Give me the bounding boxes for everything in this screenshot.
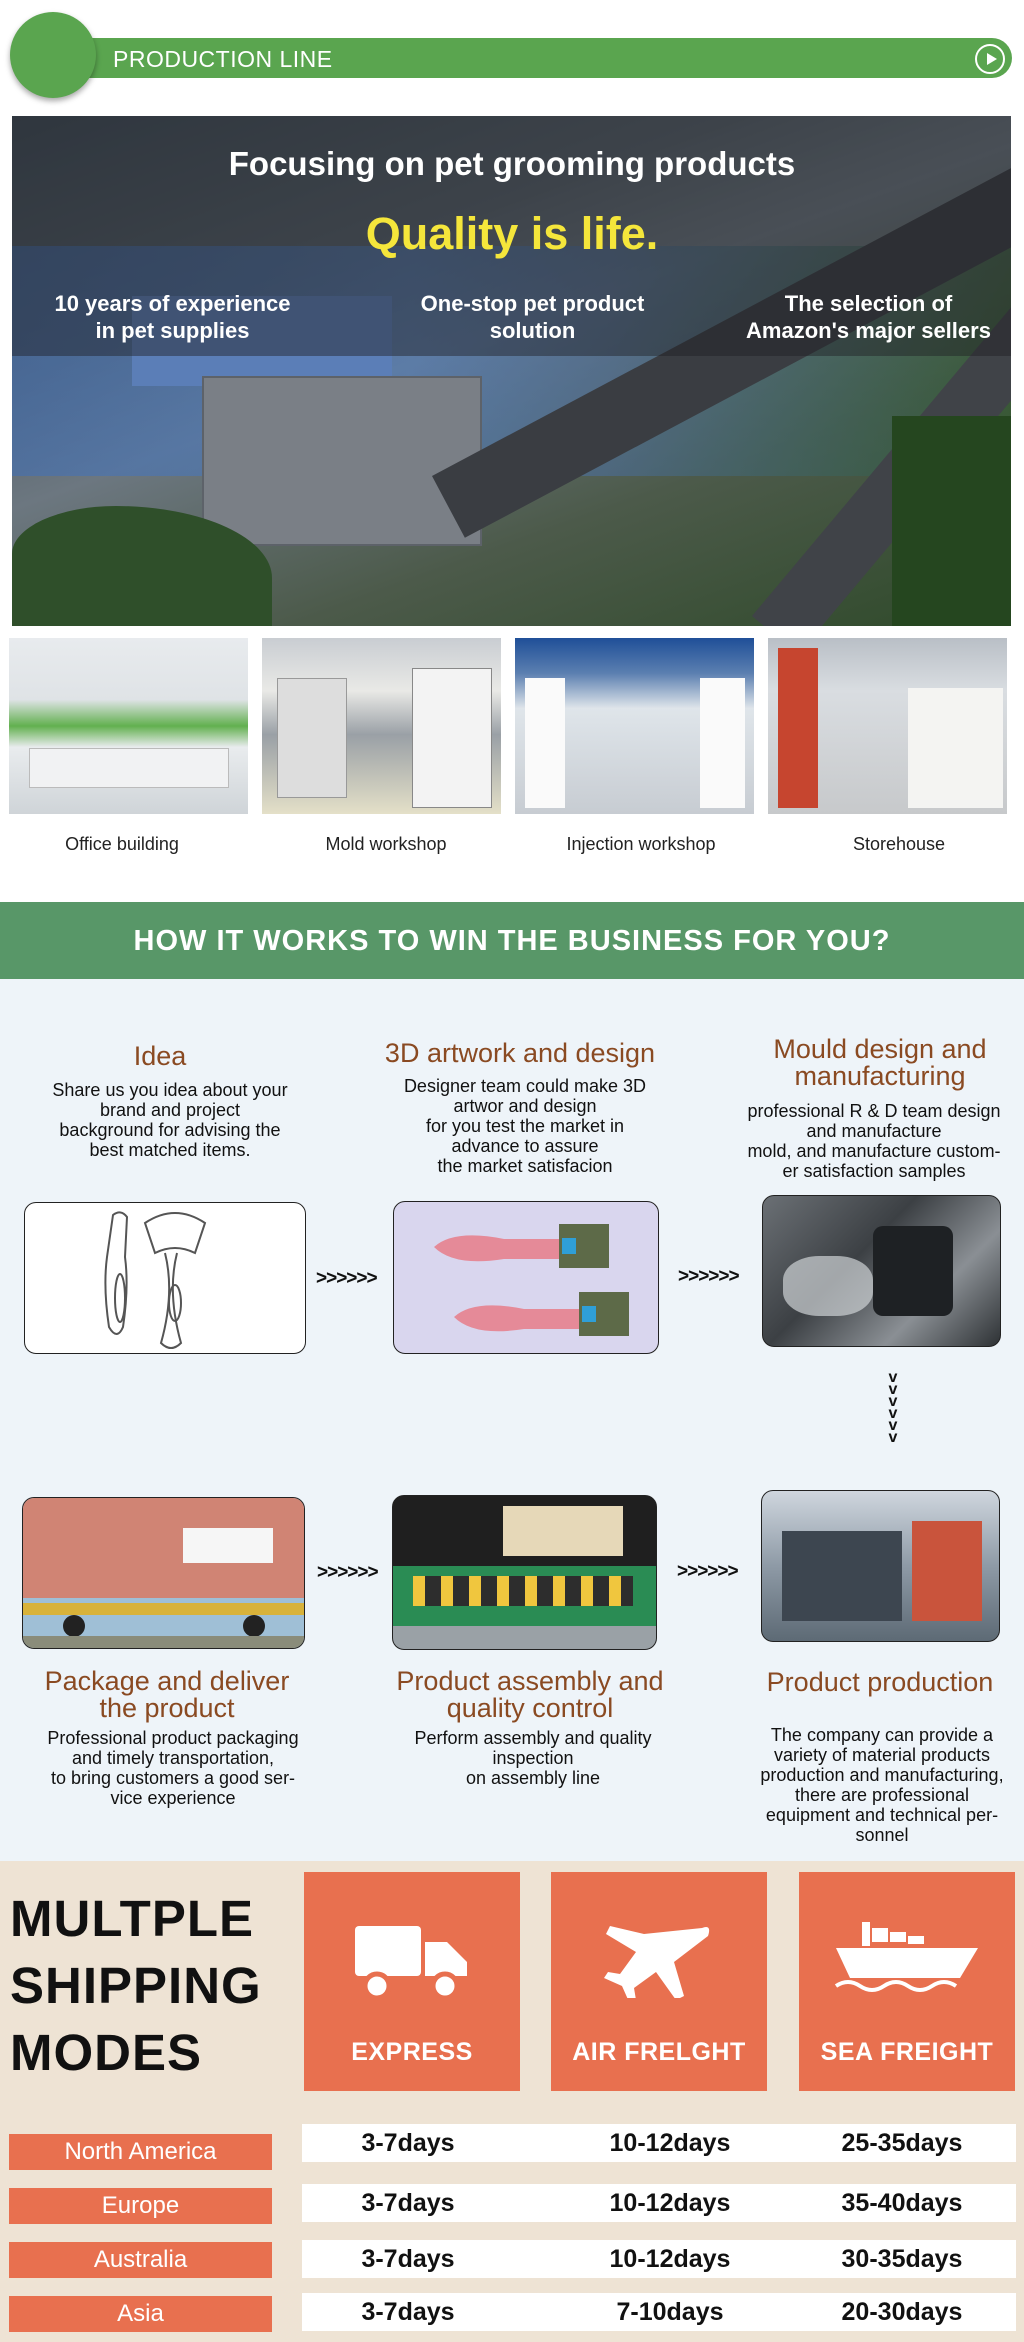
shipping-title: MULTPLE SHIPPING MODES	[10, 1890, 262, 2081]
step-production-title: Product production	[766, 1667, 994, 1697]
step-mould-title: Mould design and manufacturing	[773, 1034, 987, 1091]
step-mould-text: professional R & D team design and manuf…	[747, 1101, 1001, 1181]
step-package-text: Professional product packaging and timel…	[47, 1728, 299, 1808]
ship-icon	[834, 1922, 978, 1992]
production-line-title: PRODUCTION LINE	[113, 46, 333, 72]
truck-icon	[355, 1926, 467, 2001]
region-asia: Asia	[9, 2296, 272, 2332]
air-freight-mode-card: AIR FRELGHT	[551, 1872, 767, 2091]
flow-arrow-down: v v v v v v	[888, 1369, 898, 1446]
aerial-slogan: Quality is life.	[365, 208, 659, 259]
caption-mold-workshop: Mold workshop	[325, 834, 447, 854]
step-idea-title: Idea	[133, 1041, 187, 1071]
north-america-air: 10-12days	[609, 2129, 731, 2157]
header-circle-badge	[10, 12, 96, 98]
assembly-line-image	[392, 1495, 657, 1650]
australia-express: 3-7days	[361, 2245, 455, 2273]
air-freight-label: AIR FRELGHT	[572, 2038, 746, 2066]
shipping-row-europe	[302, 2184, 1016, 2222]
shipping-row-australia	[302, 2240, 1016, 2278]
shipping-row-north-america	[302, 2124, 1016, 2162]
australia-air: 10-12days	[609, 2245, 731, 2273]
flow-arrow-2: >>>>>>	[678, 1266, 740, 1287]
region-europe: Europe	[9, 2188, 272, 2224]
product-production-image	[761, 1490, 1000, 1642]
storehouse-photo	[768, 638, 1007, 814]
shipping-row-asia	[302, 2293, 1016, 2331]
feature-one-stop: One-stop pet product solution	[420, 291, 645, 343]
express-mode-card: EXPRESS	[304, 1872, 520, 2091]
play-icon[interactable]	[975, 44, 1005, 74]
north-america-express: 3-7days	[361, 2129, 455, 2157]
australia-sea: 30-35days	[841, 2245, 963, 2273]
asia-air: 7-10days	[616, 2298, 724, 2326]
sea-freight-mode-card: SEA FREIGHT	[799, 1872, 1015, 2091]
how-it-works-title: HOW IT WORKS TO WIN THE BUSINESS FOR YOU…	[133, 925, 891, 957]
how-it-works-banner	[0, 902, 1024, 979]
asia-sea: 20-30days	[841, 2298, 963, 2326]
3d-artwork-image	[393, 1201, 659, 1354]
factory-aerial-image	[12, 116, 1011, 626]
step-assembly-text: Perform assembly and quality inspection …	[414, 1728, 652, 1788]
feature-experience: 10 years of experience in pet supplies	[54, 291, 291, 343]
header-bar	[54, 38, 1012, 78]
injection-workshop-photo	[515, 638, 754, 814]
flow-arrow-1: >>>>>>	[316, 1268, 378, 1289]
step-3d-design-title: 3D artwork and design	[384, 1038, 656, 1068]
north-america-sea: 25-35days	[841, 2129, 963, 2157]
europe-sea: 35-40days	[841, 2189, 963, 2217]
container-truck-image	[22, 1497, 305, 1649]
step-package-title: Package and deliver the product	[44, 1666, 290, 1723]
step-3d-design-text: Designer team could make 3D artwor and d…	[403, 1076, 647, 1176]
caption-office-building: Office building	[65, 834, 179, 854]
caption-injection-workshop: Injection workshop	[566, 834, 716, 854]
production-line-header: PRODUCTION LINE	[0, 0, 1024, 110]
office-building-photo	[9, 638, 248, 814]
express-label: EXPRESS	[351, 2038, 473, 2066]
europe-express: 3-7days	[361, 2189, 455, 2217]
idea-sketch-image	[24, 1202, 306, 1354]
europe-air: 10-12days	[609, 2189, 731, 2217]
sea-freight-label: SEA FREIGHT	[820, 2038, 994, 2066]
aerial-headline: Focusing on pet grooming products	[228, 145, 796, 182]
caption-storehouse: Storehouse	[852, 834, 946, 854]
mold-workshop-photo	[262, 638, 501, 814]
airplane-icon	[604, 1926, 710, 1998]
step-assembly-title: Product assembly and quality control	[396, 1666, 664, 1723]
how-it-works-panel	[0, 979, 1024, 1861]
step-production-text: The company can provide a variety of mat…	[760, 1725, 1004, 1845]
asia-express: 3-7days	[361, 2298, 455, 2326]
step-idea-text: Share us you idea about your brand and p…	[52, 1080, 288, 1160]
region-north-america: North America	[9, 2134, 272, 2170]
flow-arrow-3: >>>>>>	[317, 1562, 379, 1583]
flow-arrow-4: >>>>>>	[677, 1561, 739, 1582]
mould-manufacturing-image	[762, 1195, 1001, 1347]
region-australia: Australia	[9, 2242, 272, 2278]
feature-amazon-sellers: The selection of Amazon's major sellers	[746, 291, 991, 343]
